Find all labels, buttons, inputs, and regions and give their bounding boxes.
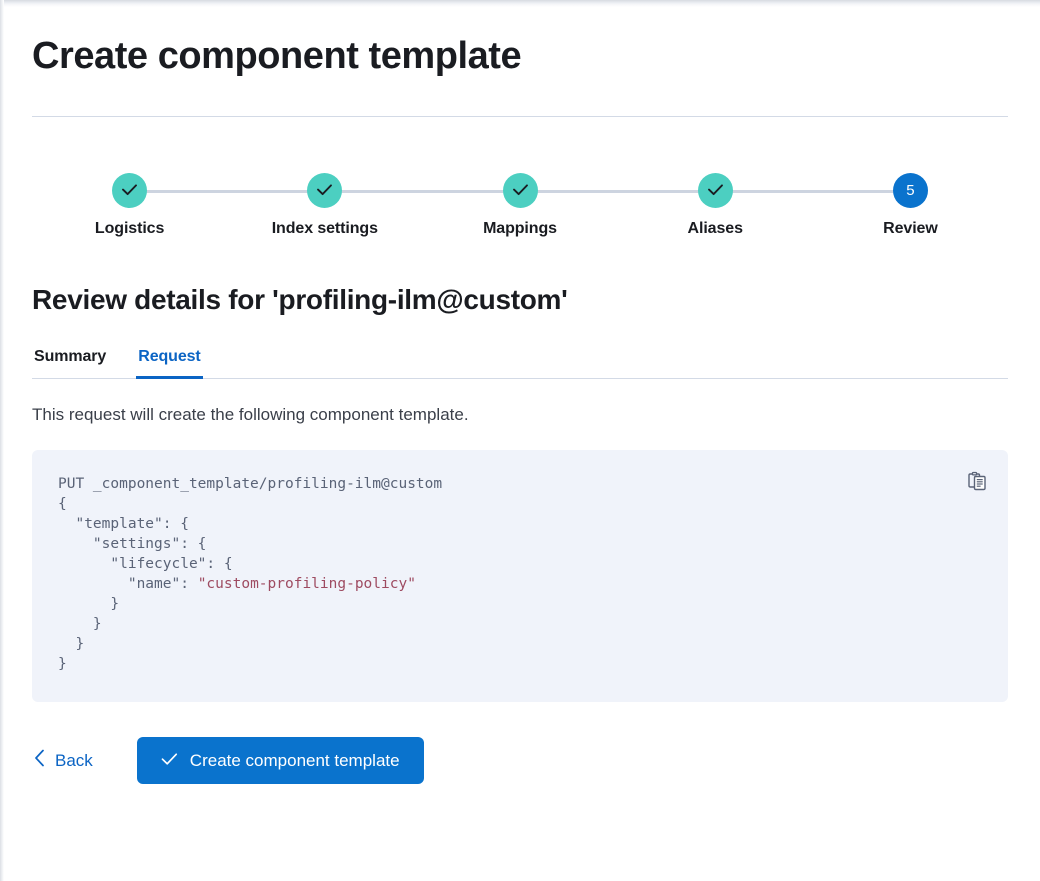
step-connector-left: [812, 189, 911, 193]
page-body: Create component template Logistics Index…: [4, 7, 1040, 881]
tab-request[interactable]: Request: [136, 344, 203, 379]
tab-summary[interactable]: Summary: [32, 344, 108, 379]
window-left-edge: [0, 0, 4, 881]
code-method-line: PUT _component_template/profiling-ilm@cu…: [58, 476, 443, 493]
wizard-step-mappings[interactable]: Mappings: [422, 172, 618, 238]
chevron-left-icon: [34, 749, 45, 772]
step-label: Index settings: [271, 219, 378, 237]
step-connector-right: [324, 189, 423, 193]
code-body-before: { "template": { "settings": { "lifecycle…: [58, 496, 233, 593]
copy-clipboard-icon-button[interactable]: [962, 467, 992, 497]
step-label: Review: [883, 219, 938, 237]
title-divider: [32, 115, 1008, 117]
step-connector-left: [617, 189, 716, 193]
step-connector-left: [227, 189, 325, 193]
step-number: 5: [906, 181, 915, 199]
step-number-badge: 5: [892, 172, 928, 208]
step-connector-left: [422, 189, 521, 193]
step-connector-right: [129, 189, 228, 193]
page-title: Create component template: [32, 35, 522, 77]
step-label: Aliases: [687, 219, 743, 237]
step-connector-right: [715, 189, 813, 193]
check-icon: [161, 751, 178, 771]
wizard-step-logistics[interactable]: Logistics: [32, 172, 228, 238]
back-button[interactable]: Back: [32, 743, 95, 778]
request-code-panel: PUT _component_template/profiling-ilm@cu…: [32, 450, 1008, 703]
step-label: Logistics: [94, 219, 165, 237]
step-complete-check-icon: [697, 172, 733, 208]
wizard-step-aliases[interactable]: Aliases: [617, 172, 813, 238]
create-component-template-button[interactable]: Create component template: [136, 737, 424, 785]
review-tabs: Summary Request: [32, 344, 1008, 379]
copy-clipboard-icon: [967, 471, 987, 494]
window-top-edge: [0, 0, 1040, 7]
code-string-value: "custom-profiling-policy": [197, 576, 416, 593]
back-button-label: Back: [55, 750, 93, 770]
wizard-step-index-settings[interactable]: Index settings: [227, 172, 423, 238]
step-connector-right: [520, 189, 618, 193]
step-complete-check-icon: [502, 172, 538, 208]
request-description: This request will create the following c…: [32, 404, 469, 424]
create-component-template-label: Create component template: [189, 750, 400, 770]
request-code-text: PUT _component_template/profiling-ilm@cu…: [58, 474, 982, 674]
footer-actions: Back Create component template: [32, 737, 1008, 814]
step-complete-check-icon: [307, 172, 343, 208]
step-complete-check-icon: [112, 172, 148, 208]
review-heading: Review details for 'profiling-ilm@custom…: [32, 283, 568, 315]
code-body-after: } } } }: [58, 596, 120, 673]
step-label: Mappings: [483, 219, 557, 237]
content-container: Create component template Logistics Index…: [4, 7, 1040, 814]
